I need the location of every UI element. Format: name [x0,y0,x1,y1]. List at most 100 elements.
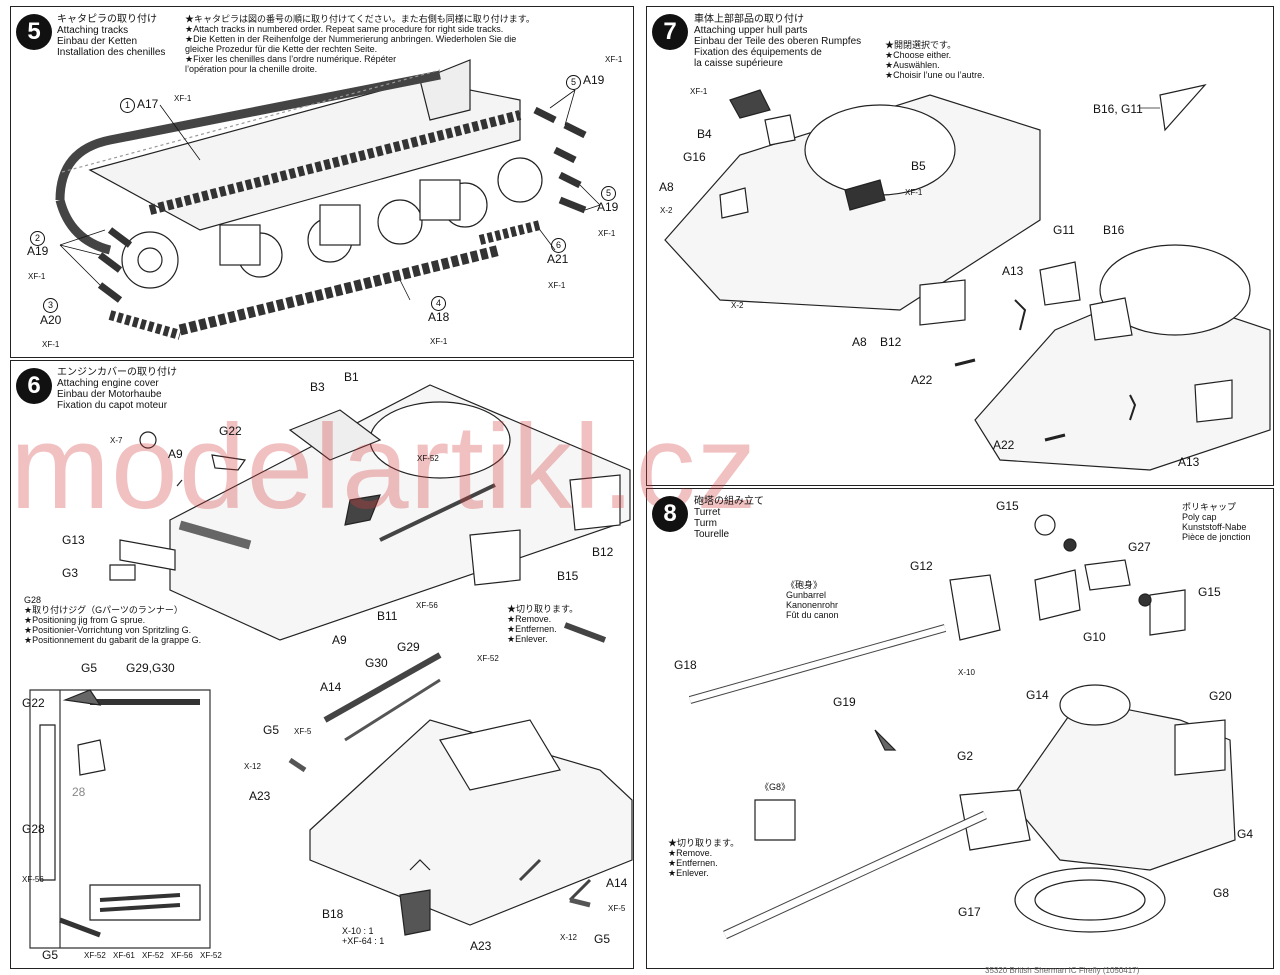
part-label: G11 [1053,223,1075,237]
part-label: B1 [344,370,359,384]
part-label: G20 [1209,689,1232,703]
part-label: A18 [428,310,450,324]
part-label: A13 [1178,455,1200,469]
part-label: B12 [880,335,902,349]
g8-inset-title: 《G8》 [760,782,791,792]
part-label: B12 [592,545,614,559]
part-label: G13 [62,533,85,547]
part-label: B15 [557,569,579,583]
part-label: A8 [659,180,674,194]
paint-label: XF-52 [200,951,222,960]
part-label: G14 [1026,688,1049,702]
step7-title: 車体上部部品の取り付け Attaching upper hull parts E… [694,14,862,69]
part-label: G15 [996,499,1019,513]
part-label: G22 [219,424,242,438]
step8-remove-note: ★切り取ります。 ★Remove. ★Entfernen. ★Enlever. [668,838,740,878]
step6-title: エンジンカバーの取り付け Attaching engine cover Einb… [57,367,177,411]
step7-number: 7 [652,14,688,50]
part-label: A13 [1002,264,1024,278]
paint-label: XF-1 [28,272,46,281]
step5-note: ★キャタピラは図の番号の順に取り付けてください。また右側も同様に取り付けます。 … [185,14,535,74]
part-label: G2 [957,749,974,763]
part-label: B3 [310,380,325,394]
paint-label: X-2 [660,206,673,215]
paint-label: XF-1 [174,94,192,103]
part-label: G8 [1213,886,1230,900]
part-label: A19 [597,200,619,214]
part-label: G5 [42,948,59,962]
part-label: G12 [910,559,933,573]
circled-num: 4 [431,296,446,311]
part-label: B5 [911,159,926,173]
paint-label: XF-1 [548,281,566,290]
part-label: A19 [27,244,49,258]
paint-label: XF-1 [605,55,623,64]
paint-label: X-2 [731,301,744,310]
part-label: A19 [583,73,605,87]
step7-upper-hull-drawing [664,84,1271,471]
step6-number: 6 [16,368,52,404]
paint-label: XF-1 [690,87,708,96]
part-label: G4 [1237,827,1254,841]
part-label: B16 [1103,223,1125,237]
part-label: G30 [365,656,388,670]
part-label: A9 [168,447,183,461]
step5-number: 5 [16,14,52,50]
circled-num: 6 [551,238,566,253]
part-label: A22 [993,438,1015,452]
paint-label: XF-56 [416,601,438,610]
part-label: G22 [22,696,45,710]
circled-num: 1 [120,98,135,113]
part-label: G15 [1198,585,1221,599]
part-label: G5 [594,932,611,946]
paint-label: XF-1 [905,188,923,197]
part-label: G17 [958,905,981,919]
step5-hull-drawing [55,59,601,340]
step8-turret-drawing [688,514,1236,940]
paint-label: XF-5 [608,904,626,913]
part-label: A14 [320,680,342,694]
part-label: G5 [263,723,280,737]
circled-num: 5 [601,186,616,201]
part-label: A8 [852,335,867,349]
part-label: 28 [72,785,86,799]
step6-jig-note: G28 ★取り付けジグ（Gパーツのランナー） ★Positioning jig … [24,595,202,645]
step6-rear-hull-drawing [288,652,633,936]
part-label: A17 [137,97,159,111]
part-label: G3 [62,566,79,580]
part-label: G29 [397,640,420,654]
part-label: A21 [547,252,569,266]
paint-label: X-10 [958,668,975,677]
part-label: G19 [833,695,856,709]
part-label: A14 [606,876,628,890]
paint-label: X-12 [560,933,577,942]
paint-label: XF-52 [84,951,106,960]
paint-label: X-12 [244,762,261,771]
paint-label: XF-5 [294,727,312,736]
part-label: G27 [1128,540,1151,554]
paint-label: X-7 [110,436,123,445]
part-label: B4 [697,127,712,141]
part-label: G28 [22,822,45,836]
paint-label: XF-1 [42,340,60,349]
step6-remove-note: ★切り取ります。 ★Remove. ★Entfernen. ★Enlever. [507,604,579,644]
part-label: G16 [683,150,706,164]
part-label: A9 [332,633,347,647]
polycap-note: ポリキャップ Poly cap Kunststoff-Nabe Pièce de… [1182,502,1251,542]
step8-title: 砲塔の組み立て Turret Turm Tourelle [694,496,764,540]
step5-title: キャタピラの取り付け Attaching tracks Einbau der K… [57,14,166,58]
paint-label: XF-52 [417,454,439,463]
paint-label: XF-1 [598,229,616,238]
circled-num: 3 [43,298,58,313]
step7-choose-note: ★開閉選択です。 ★Choose either. ★Auswählen. ★Ch… [885,40,985,80]
part-label: B11 [377,609,398,623]
part-label: B18 [322,907,344,921]
gunbarrel-note: 《砲身》 Gunbarrel Kanonenrohr Fût du canon [786,580,839,620]
part-label: G5 [81,661,98,675]
part-label: A23 [470,939,492,953]
step6-jig-inset-drawing [29,689,211,949]
paint-label: XF-1 [430,337,448,346]
part-label: B16, G11 [1093,102,1143,116]
part-label: G18 [674,658,697,672]
